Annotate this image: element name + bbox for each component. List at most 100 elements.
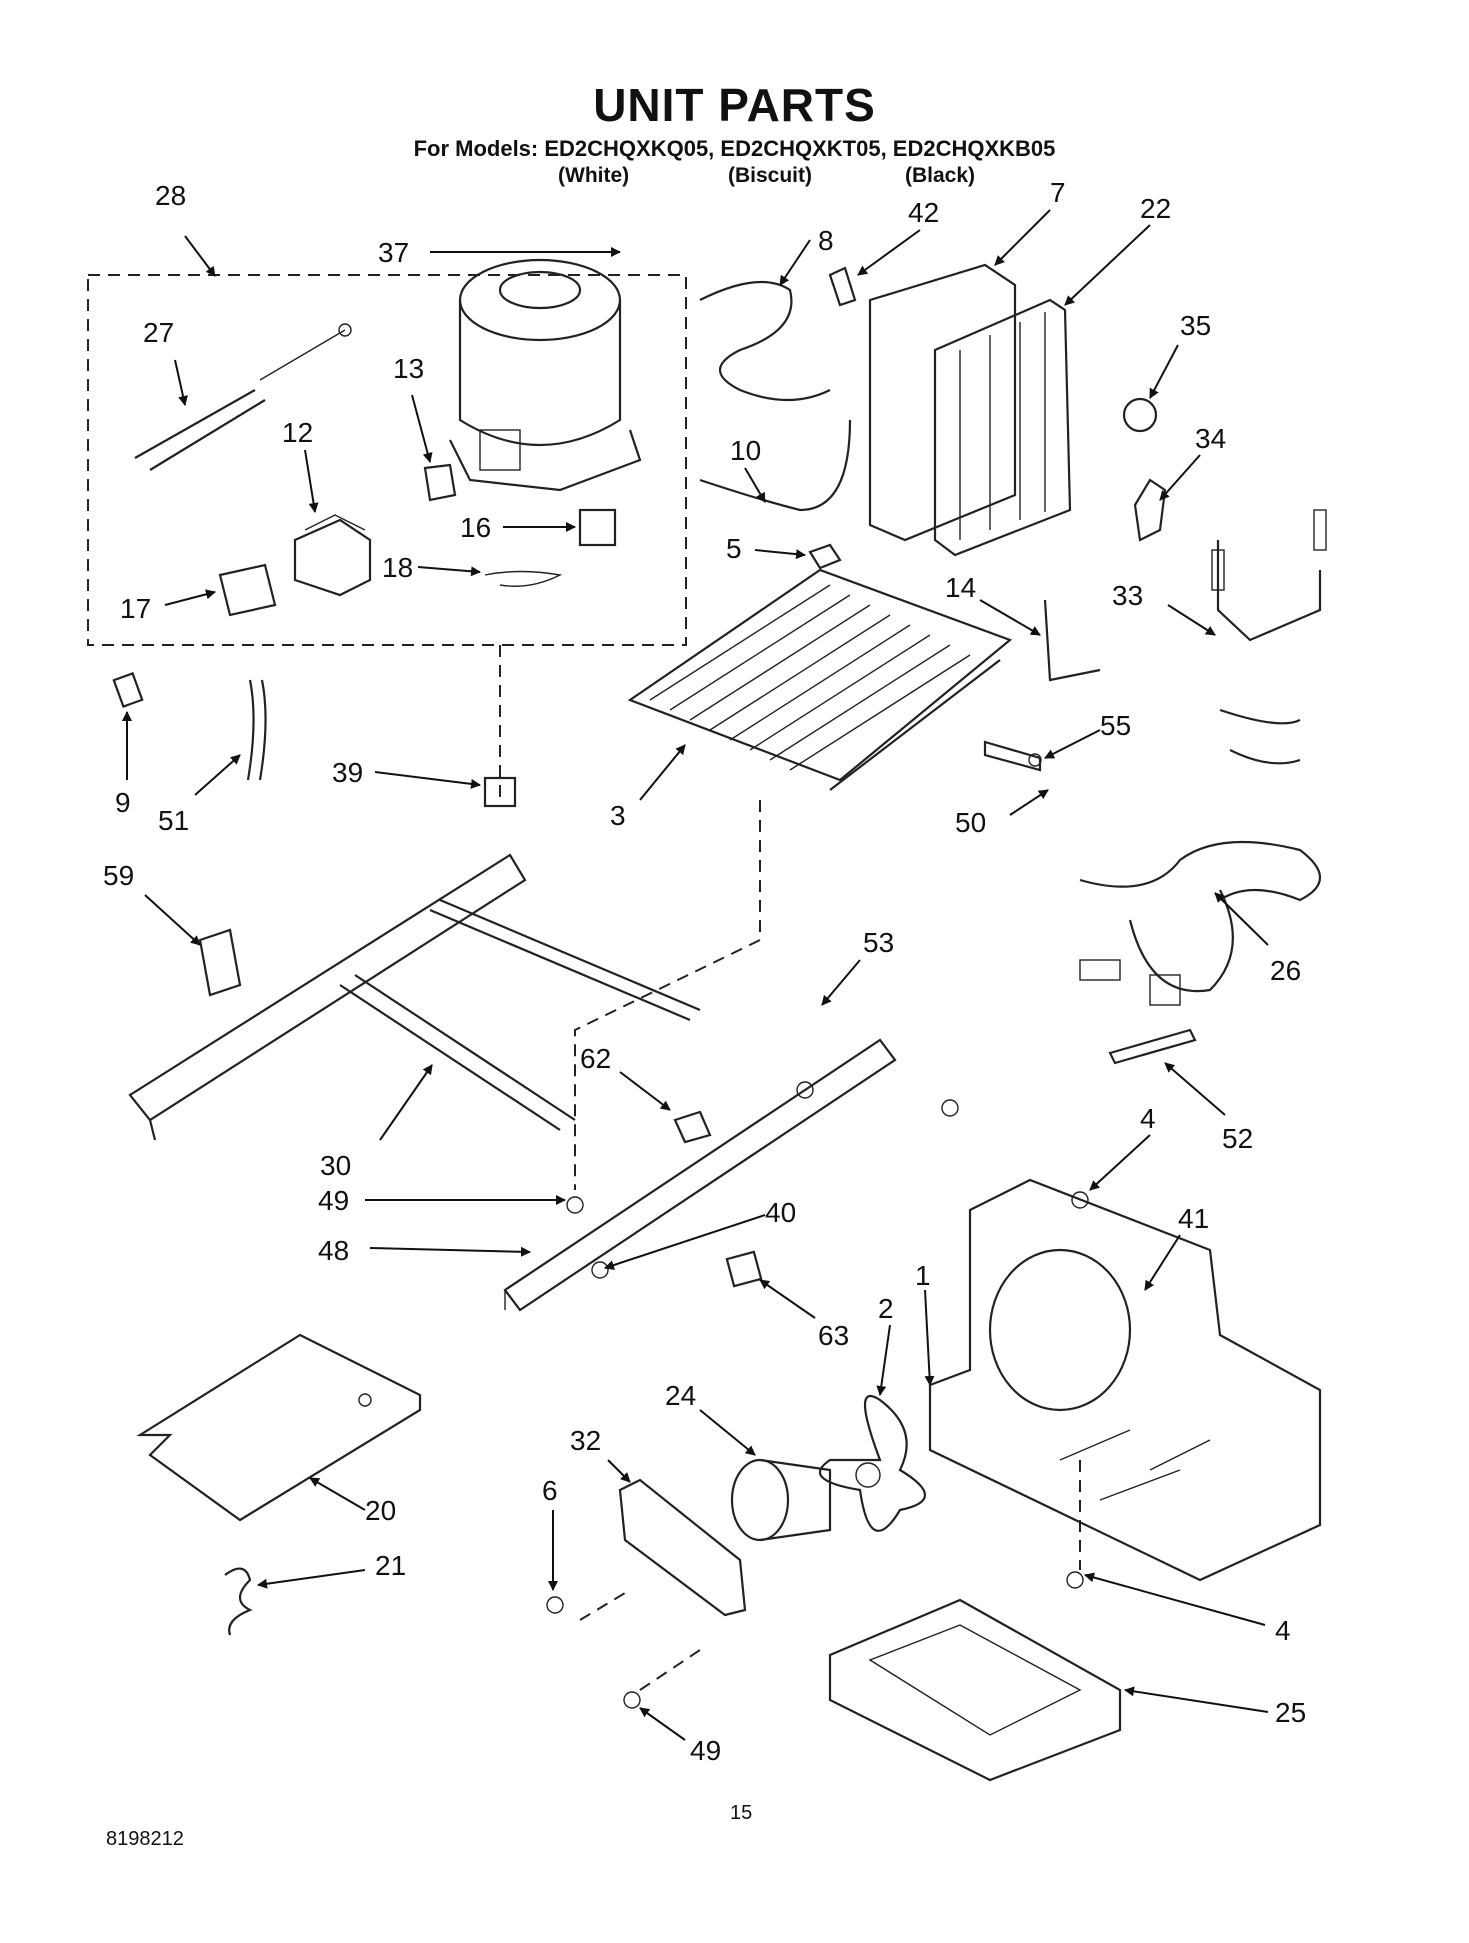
leader-4a xyxy=(1089,1134,1151,1191)
bracket-part-34 xyxy=(1133,478,1167,542)
callout-5: 5 xyxy=(726,533,742,564)
leader-8 xyxy=(779,239,811,286)
tube-part-9 xyxy=(112,672,144,708)
leader-33 xyxy=(1167,604,1216,636)
overload-tube-part xyxy=(134,323,352,471)
assembly-line-evaporator xyxy=(574,800,761,1190)
leader-20 xyxy=(309,1477,366,1511)
clip-part-42 xyxy=(828,266,857,307)
leader-10 xyxy=(744,467,766,503)
callout-18: 18 xyxy=(382,552,413,583)
callout-42: 42 xyxy=(908,197,939,228)
callout-62: 62 xyxy=(580,1043,611,1074)
leader-3 xyxy=(639,744,686,801)
motor-bracket-part xyxy=(618,1478,747,1617)
tie-part-52 xyxy=(1108,1028,1197,1065)
page-title: UNIT PARTS xyxy=(593,79,876,131)
spring-clip-part xyxy=(224,1567,253,1636)
screw-part-49a xyxy=(566,1196,584,1214)
condenser-part xyxy=(868,263,1072,557)
callout-33: 33 xyxy=(1112,580,1143,611)
callout-30: 30 xyxy=(320,1150,351,1181)
screw-part-49b xyxy=(623,1691,641,1709)
callout-10: 10 xyxy=(730,435,761,466)
document-number: 8198212 xyxy=(106,1828,184,1850)
leader-12 xyxy=(304,449,319,513)
callout-13: 13 xyxy=(393,353,424,384)
leader-32 xyxy=(607,1459,631,1483)
fitting-part-63 xyxy=(725,1250,763,1288)
screw-part-53 xyxy=(796,1081,814,1099)
tube-part-10 xyxy=(699,419,852,512)
leader-39 xyxy=(374,771,481,789)
fan-motor-part xyxy=(730,1458,832,1542)
callout-20: 20 xyxy=(365,1495,396,1526)
callout-63: 63 xyxy=(818,1320,849,1351)
wire-part-18 xyxy=(484,570,563,587)
leader-41 xyxy=(1144,1234,1181,1291)
screw-part-6 xyxy=(546,1596,564,1614)
callout-9: 9 xyxy=(115,787,131,818)
callout-7: 7 xyxy=(1050,177,1066,208)
callout-37: 37 xyxy=(378,237,409,268)
callout-4a: 4 xyxy=(1140,1103,1156,1134)
fan-blade-part xyxy=(818,1394,927,1532)
leader-24 xyxy=(699,1409,756,1456)
evaporator-part xyxy=(627,568,1013,791)
leader-18 xyxy=(417,566,481,577)
compressor-part xyxy=(449,258,642,492)
hose-part-51 xyxy=(246,679,267,781)
leader-51 xyxy=(194,754,241,796)
leader-13 xyxy=(411,394,433,463)
leader-40 xyxy=(604,1214,766,1270)
callout-14: 14 xyxy=(945,572,976,603)
page-number: 15 xyxy=(730,1802,753,1824)
leader-55 xyxy=(1044,729,1101,759)
callout-50: 50 xyxy=(955,807,986,838)
sensor-part-35 xyxy=(1122,397,1158,433)
leader-62 xyxy=(619,1071,671,1111)
callout-55: 55 xyxy=(1100,710,1131,741)
leader-14 xyxy=(979,599,1041,636)
callout-40: 40 xyxy=(765,1197,796,1228)
leader-7 xyxy=(994,209,1051,266)
callout-4b: 4 xyxy=(1275,1615,1291,1646)
relay-part xyxy=(293,514,372,597)
leader-63 xyxy=(759,1279,816,1319)
clip-part-62 xyxy=(673,1110,712,1144)
leader-2 xyxy=(876,1324,891,1396)
clip-part-13 xyxy=(423,463,457,502)
leader-49b xyxy=(639,1707,686,1741)
callout-49b: 49 xyxy=(690,1735,721,1766)
tube-part-14 xyxy=(1043,599,1101,682)
cross-rail-part xyxy=(503,1038,897,1312)
drain-pan-part xyxy=(828,1598,1122,1782)
callout-24: 24 xyxy=(665,1380,696,1411)
grommet-part-39 xyxy=(483,776,517,808)
drain-tray-cover-part xyxy=(136,1333,422,1522)
callout-1: 1 xyxy=(915,1260,931,1291)
screw-part-4b xyxy=(1066,1571,1084,1589)
leader-34 xyxy=(1159,454,1201,501)
capacitor-part-16 xyxy=(578,508,617,547)
leader-4b xyxy=(1084,1572,1266,1626)
base-frame-part xyxy=(128,853,701,1141)
leader-30 xyxy=(379,1064,433,1141)
callout-21: 21 xyxy=(375,1550,406,1581)
heater-part-50 xyxy=(983,740,1042,772)
models-subtitle: For Models: ED2CHQXKQ05, ED2CHQXKT05, ED… xyxy=(413,136,1056,161)
fan-bracket-part xyxy=(928,1178,1322,1582)
callout-3: 3 xyxy=(610,800,626,831)
callout-28: 28 xyxy=(155,180,186,211)
leader-28 xyxy=(184,235,216,277)
variant-black: (Black) xyxy=(905,164,976,187)
callout-35: 35 xyxy=(1180,310,1211,341)
callout-34: 34 xyxy=(1195,423,1226,454)
callout-27: 27 xyxy=(143,317,174,348)
screw-part-4a xyxy=(1071,1191,1089,1209)
leader-27 xyxy=(174,359,188,406)
leader-22 xyxy=(1064,224,1151,306)
callout-12: 12 xyxy=(282,417,313,448)
leader-5 xyxy=(754,549,806,560)
